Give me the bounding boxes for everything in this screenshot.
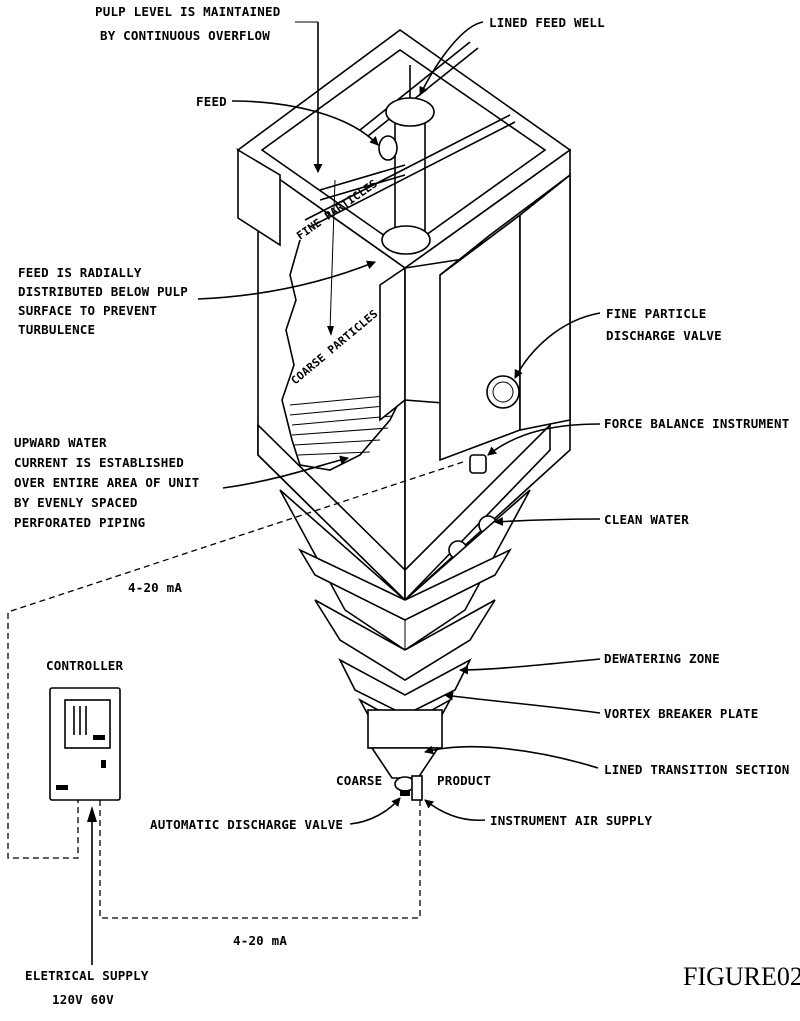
- feed-distribution-label-line3: SURFACE TO PREVENT: [18, 303, 157, 318]
- controller-display: [64, 699, 111, 749]
- perforated-piping: [289, 394, 396, 456]
- electrical-supply-label-line1: ELETRICAL SUPPLY: [25, 968, 149, 983]
- leader-lines: [197, 21, 601, 825]
- feed-distribution-label-line2: DISTRIBUTED BELOW PULP: [18, 284, 188, 299]
- feed-well-bottom-flange: [381, 225, 431, 255]
- vortex-breaker-label: VORTEX BREAKER PLATE: [604, 706, 759, 721]
- overflow-box-right: [519, 173, 571, 431]
- upward-water-label-line2: CURRENT IS ESTABLISHED: [14, 455, 184, 470]
- controller-handle: [56, 785, 68, 790]
- upward-water-label-line1: UPWARD WATER: [14, 435, 107, 450]
- dewatering-zone: [338, 658, 472, 716]
- feed-pipe-upper: [319, 164, 406, 191]
- fine-discharge-valve: [486, 375, 520, 409]
- fine-valve-label-line1: FINE PARTICLE: [606, 306, 706, 321]
- support-rail-3: [304, 114, 511, 221]
- product-label: PRODUCT: [437, 773, 491, 788]
- overflow-trough-left: [237, 148, 281, 247]
- feed-inlet-flange: [378, 135, 398, 161]
- lined-transition-box: [367, 709, 443, 749]
- upward-water-label-line5: PERFORATED PIPING: [14, 515, 145, 530]
- upward-water-label-line3: OVER ENTIRE AREA OF UNIT: [14, 475, 199, 490]
- clean-water-label: CLEAN WATER: [604, 512, 689, 527]
- controller-unit: [49, 687, 121, 801]
- feed-distribution-label-line1: FEED IS RADIALLY: [18, 265, 142, 280]
- fine-valve-label-line2: DISCHARGE VALVE: [606, 328, 722, 343]
- cone-1: [297, 548, 513, 621]
- cone-2: [314, 599, 496, 681]
- instrument-air-supply-label: INSTRUMENT AIR SUPPLY: [490, 813, 653, 828]
- inner-baffle-front: [379, 266, 406, 422]
- discharge-outlet: [400, 790, 410, 796]
- upward-water-label-line4: BY EVENLY SPACED: [14, 495, 138, 510]
- feed-well-top-flange: [385, 97, 435, 127]
- support-rail-1: [359, 41, 471, 131]
- overflow-box-top: [439, 174, 571, 276]
- electrical-supply-label-line2: 120V 60V: [52, 992, 114, 1007]
- coarse-label: COARSE: [336, 773, 382, 788]
- collar-band-right: [404, 423, 551, 602]
- feed-label: FEED: [196, 94, 227, 109]
- signal-top-label: 4-20 mA: [128, 580, 182, 595]
- controller-label: CONTROLLER: [46, 658, 124, 673]
- pulp-level-label-line2: BY CONTINUOUS OVERFLOW: [100, 28, 270, 43]
- pulp-level-label-line1: PULP LEVEL IS MAINTAINED: [95, 4, 280, 19]
- signal-line-top: [7, 461, 464, 859]
- feed-distribution-label-line4: TURBULENCE: [18, 322, 95, 337]
- force-balance-instrument: [469, 454, 487, 474]
- cutaway-edge: [281, 239, 401, 471]
- dewatering-zone-label: DEWATERING ZONE: [604, 651, 720, 666]
- support-rail-4: [309, 121, 516, 228]
- lined-transition-label: LINED TRANSITION SECTION: [604, 762, 789, 777]
- discharge-actuator: [411, 775, 423, 801]
- force-balance-label: FORCE BALANCE INSTRUMENT: [604, 416, 789, 431]
- vessel-rim-inner: [260, 49, 547, 251]
- automatic-discharge-valve-label: AUTOMATIC DISCHARGE VALVE: [150, 817, 343, 832]
- vessel: [236, 29, 572, 801]
- signal-bottom-label: 4-20 mA: [233, 933, 287, 948]
- figure-caption: FIGURE02: [683, 962, 800, 991]
- lined-feed-well-label: LINED FEED WELL: [489, 15, 605, 30]
